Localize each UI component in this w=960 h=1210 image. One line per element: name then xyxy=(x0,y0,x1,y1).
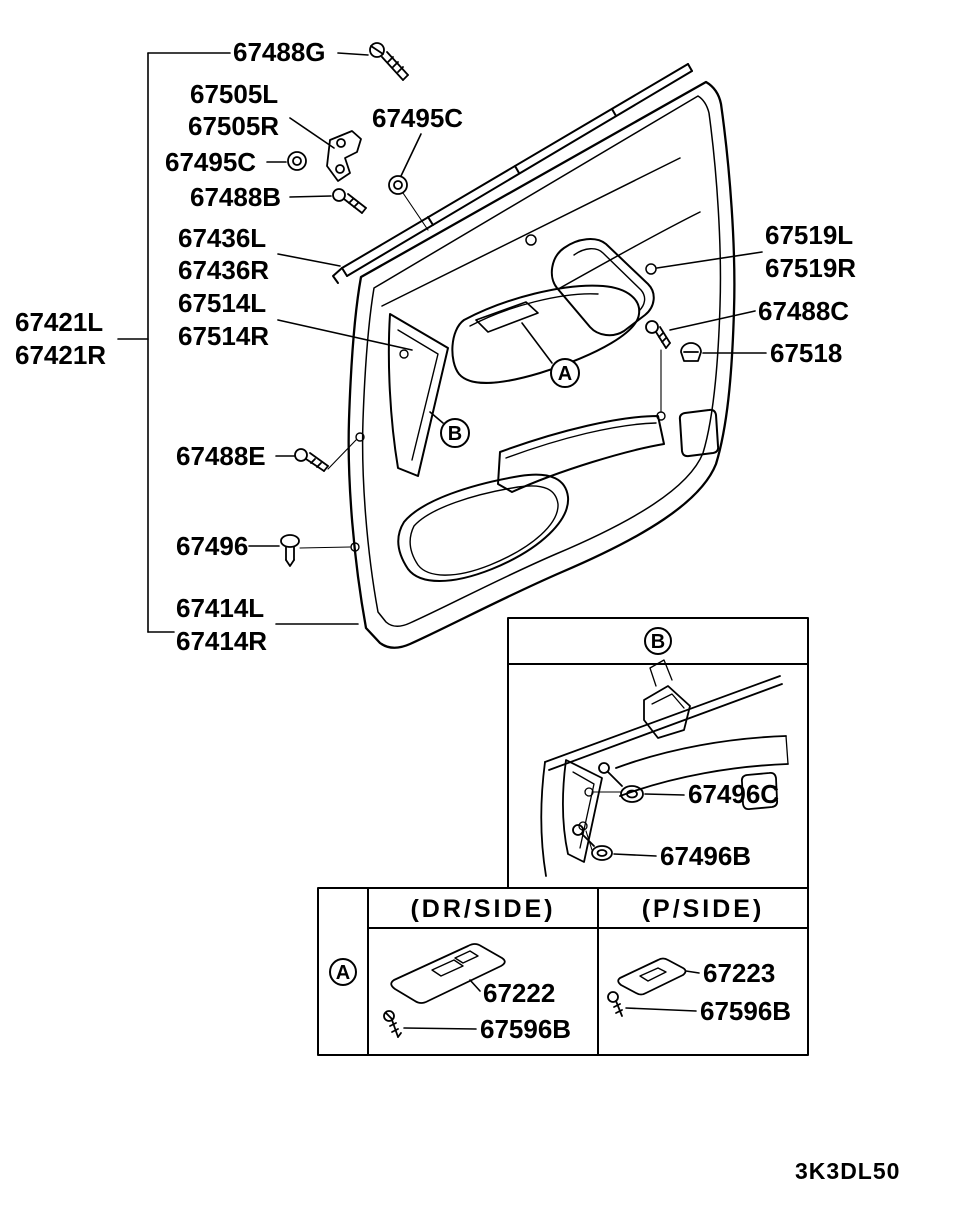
grommet-67495C-left-icon xyxy=(287,151,307,171)
screw-67488G-icon xyxy=(369,42,409,81)
part-label-67496C: 67496C xyxy=(688,779,779,809)
table-view-a-box xyxy=(317,887,809,1056)
inset-view-b-box xyxy=(507,617,809,889)
table-leader-lines xyxy=(403,970,700,1030)
part-label-67223: 67223 xyxy=(703,958,775,988)
inset-view-b-drawing xyxy=(540,659,789,877)
part-label-67596B-p: 67596B xyxy=(700,996,791,1026)
reflector-recess-drawing xyxy=(678,408,720,458)
screw-67496C-icon xyxy=(593,762,644,803)
marker-b-letter: B xyxy=(448,423,462,445)
inset-leader-lines xyxy=(613,793,685,857)
screw-67488B-icon xyxy=(332,188,367,214)
part-label-67222: 67222 xyxy=(483,978,555,1008)
part-label-67488B: 67488B xyxy=(190,182,281,212)
inset-b-title-letter: B xyxy=(651,631,665,653)
corner-trim-67514-drawing xyxy=(350,313,449,552)
part-label-67596B-dr: 67596B xyxy=(480,1014,571,1044)
part-label-67505L: 67505L xyxy=(190,79,278,109)
part-label-67495C-left: 67495C xyxy=(165,147,256,177)
view-marker-a xyxy=(550,358,580,388)
grommet-67495C-upper-icon xyxy=(388,175,429,231)
part-label-67519L: 67519L xyxy=(765,220,853,250)
screw-67488E-icon xyxy=(294,439,357,472)
part-label-67514R: 67514R xyxy=(178,321,269,351)
part-label-67514L: 67514L xyxy=(178,288,266,318)
screw-67496B-icon xyxy=(572,824,613,861)
part-label-67519R: 67519R xyxy=(765,253,856,283)
clip-67496-icon xyxy=(280,534,351,567)
part-label-67436R: 67436R xyxy=(178,255,269,285)
part-label-67505R: 67505R xyxy=(188,111,279,141)
armrest-drawing xyxy=(451,284,641,384)
part-label-67488E: 67488E xyxy=(176,441,266,471)
speaker-recess-drawing xyxy=(397,473,570,582)
table-header-p-side: (P/SIDE) xyxy=(642,895,765,923)
door-trim-panel-drawing xyxy=(347,80,736,649)
part-label-67414L: 67414L xyxy=(176,593,264,623)
p-side-switch-panel-drawing xyxy=(617,957,687,996)
part-label-67488C: 67488C xyxy=(758,296,849,326)
part-label-67488G: 67488G xyxy=(233,37,326,67)
plug-67518-icon xyxy=(680,342,702,362)
part-label-67495C-upper: 67495C xyxy=(372,103,463,133)
belt-weatherstrip-drawing xyxy=(332,63,693,284)
bracket-67505-icon xyxy=(326,130,362,182)
leader-lines xyxy=(117,52,767,633)
part-label-67421R: 67421R xyxy=(15,340,106,370)
dr-side-switch-panel-drawing xyxy=(390,943,506,1004)
screw-67596B-dr-icon xyxy=(383,1010,402,1038)
drawing-code: 3K3DL50 xyxy=(795,1158,900,1184)
view-marker-b xyxy=(440,418,470,448)
part-label-67518: 67518 xyxy=(770,338,842,368)
screw-67488C-icon xyxy=(645,320,671,421)
map-pocket-drawing xyxy=(497,415,665,493)
screw-67596B-p-icon xyxy=(607,991,623,1017)
part-label-67496B: 67496B xyxy=(660,841,751,871)
part-label-67496: 67496 xyxy=(176,531,248,561)
marker-a-letter: A xyxy=(558,363,572,385)
part-label-67421L: 67421L xyxy=(15,307,103,337)
table-header-dr-side: (DR/SIDE) xyxy=(410,895,555,923)
table-a-marker-letter: A xyxy=(336,962,350,984)
part-label-67414R: 67414R xyxy=(176,626,267,656)
part-label-67436L: 67436L xyxy=(178,223,266,253)
